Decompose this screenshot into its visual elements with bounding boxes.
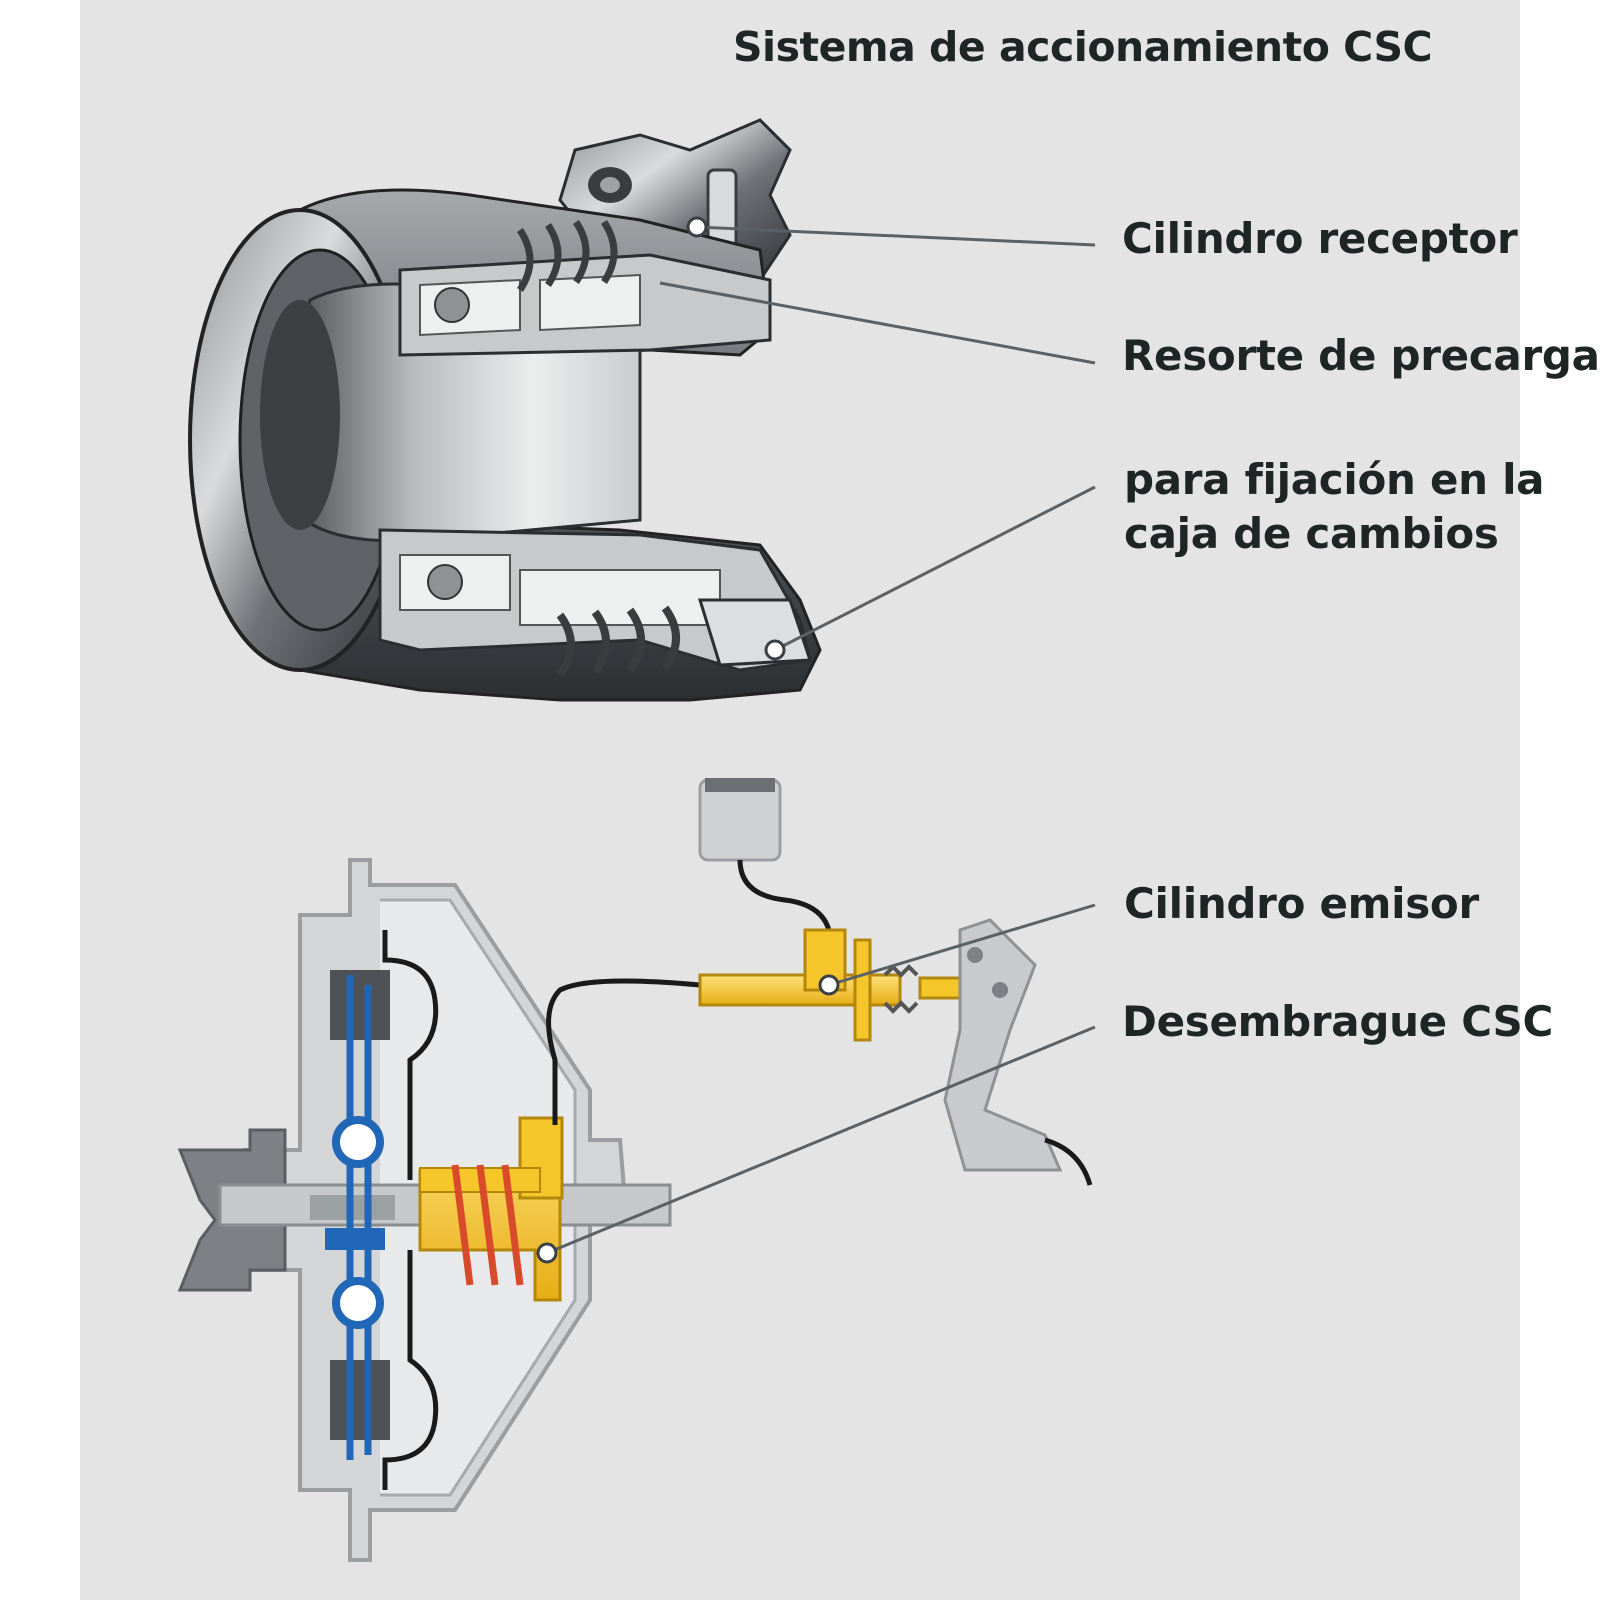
- label-csc-release: Desembrague CSC: [1122, 997, 1553, 1046]
- csc-cutaway-illustration: [188, 118, 822, 702]
- leader-lines: [546, 225, 1096, 1255]
- label-gearbox-mount-line1: para fijación en la: [1124, 455, 1545, 504]
- leader-dots: [536, 216, 840, 1264]
- callout-dot-csc-release: [536, 1242, 558, 1264]
- leader-line-master-cylinder: [828, 903, 1096, 987]
- callout-dot-gearbox-mount: [764, 639, 786, 661]
- leader-line-preload-spring: [659, 281, 1096, 365]
- label-preload-spring: Resorte de precarga: [1122, 331, 1600, 380]
- diagram-title: Sistema de accionamiento CSC: [733, 23, 1433, 71]
- leader-line-gearbox-mount: [774, 485, 1096, 652]
- clutch-system-illustration: [177, 778, 1093, 1562]
- label-slave-cylinder: Cilindro receptor: [1122, 214, 1518, 263]
- label-master-cylinder: Cilindro emisor: [1124, 879, 1479, 928]
- leader-line-slave-cylinder: [696, 225, 1096, 247]
- label-gearbox-mount-line2: caja de cambios: [1124, 509, 1499, 558]
- callout-dot-master-cylinder: [818, 974, 840, 996]
- leader-line-csc-release: [546, 1025, 1096, 1255]
- callout-dot-slave-cylinder: [686, 216, 708, 238]
